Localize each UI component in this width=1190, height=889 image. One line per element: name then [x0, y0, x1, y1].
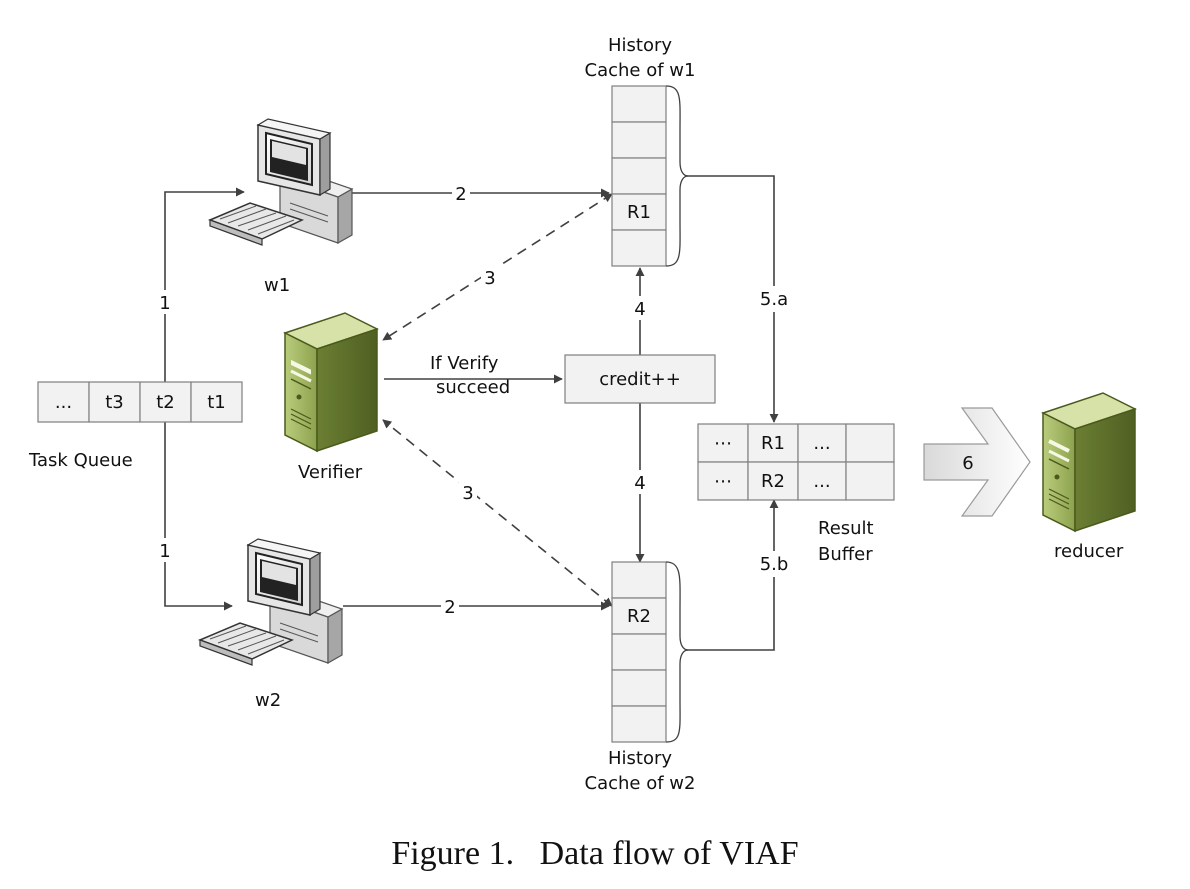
step-label-write-w1: 2	[455, 184, 466, 205]
result-buffer-cell: ...	[797, 423, 847, 463]
result-buffer-cell-text: ⋯	[714, 433, 732, 454]
task-queue-cell-text: ...	[55, 392, 72, 413]
result-buffer-label-line1: Result	[818, 518, 874, 539]
result-buffer-cell: ⋯	[697, 461, 749, 501]
cache-w1-slot	[611, 121, 667, 159]
step-label-verify-w1: 3	[484, 268, 495, 289]
history-cache-w1: R1	[611, 85, 667, 267]
task-queue: ... t3 t2 t1 Task Queue	[28, 381, 243, 471]
cache-w1-brace	[665, 85, 689, 267]
task-queue-cell: t2	[139, 381, 192, 423]
workstation-w2-icon	[197, 538, 344, 666]
result-buffer-cell: ⋯	[697, 423, 749, 463]
cache-w2-slot: R2	[611, 597, 667, 635]
arrow-collect-w1	[686, 175, 779, 423]
cache-w2-title-line1: History	[608, 748, 672, 769]
cache-w1-title-line2: Cache of w1	[585, 60, 696, 81]
task-queue-cell: ...	[37, 381, 90, 423]
task-queue-cell-text: t2	[156, 392, 175, 413]
cache-w1-slot	[611, 229, 667, 267]
step-label-send-reducer: 6	[962, 453, 973, 474]
step-label-credit-w2: 4	[634, 473, 645, 494]
step-label-credit-w1: 4	[634, 299, 645, 320]
arrow-collect-w2	[686, 499, 779, 651]
result-buffer-cell: ...	[797, 461, 847, 501]
credit-box: credit++	[564, 354, 716, 404]
cache-w1-title-line1: History	[608, 35, 672, 56]
task-queue-label: Task Queue	[28, 450, 133, 471]
step-label-assign-w2: 1	[159, 541, 170, 562]
result-buffer-cell: R1	[747, 423, 799, 463]
step-label-collect-w1: 5.a	[760, 289, 788, 310]
task-queue-cell-text: t3	[105, 392, 124, 413]
step-label-collect-w2: 5.b	[760, 554, 789, 575]
verify-condition-line1: If Verify	[430, 353, 499, 374]
result-buffer-cell-text: ...	[813, 433, 830, 454]
worker-w2-label: w2	[255, 690, 281, 711]
arrow-verify-w2	[382, 419, 613, 607]
task-queue-cell: t1	[190, 381, 243, 423]
step-label-verify-w2: 3	[462, 483, 473, 504]
result-buffer-cell-text: ...	[813, 471, 830, 492]
step-labels: 1 1 2 2 3 3 4 4 5.a 5.b	[156, 181, 794, 618]
step-label-assign-w1: 1	[159, 293, 170, 314]
cache-w1-slot-text: R1	[627, 202, 651, 223]
cache-w1-slot	[611, 157, 667, 195]
result-buffer-cell	[845, 423, 895, 463]
result-buffer-cell-text: R2	[761, 471, 785, 492]
cache-w2-slot	[611, 669, 667, 707]
history-cache-w2: R2	[611, 561, 667, 743]
task-queue-cell-text: t1	[207, 392, 226, 413]
task-queue-cell: t3	[88, 381, 141, 423]
connectors	[164, 175, 779, 651]
result-buffer-label-line2: Buffer	[818, 544, 873, 565]
result-buffer-cell: R2	[747, 461, 799, 501]
arrow-assign-w1	[164, 187, 245, 382]
cache-w2-slot-text: R2	[627, 606, 651, 627]
reducer-server-icon	[1041, 392, 1137, 533]
figure-caption: Figure 1. Data flow of VIAF	[391, 835, 798, 872]
arrow-assign-w2	[164, 397, 233, 611]
verifier-server-icon	[283, 312, 379, 453]
cache-w2-slot	[611, 561, 667, 599]
cache-w2-brace	[665, 561, 689, 743]
verifier-label: Verifier	[298, 462, 363, 483]
cache-w1-slot	[611, 85, 667, 123]
result-buffer-cell-text: R1	[761, 433, 785, 454]
cache-w2-slot	[611, 633, 667, 671]
verify-condition-line2: succeed	[436, 377, 510, 398]
result-buffer: ⋯ R1... ⋯ R2...	[697, 423, 895, 501]
cache-w2-slot	[611, 705, 667, 743]
reducer-label: reducer	[1054, 541, 1124, 562]
result-buffer-cell-text: ⋯	[714, 471, 732, 492]
workstation-w1-icon	[207, 118, 354, 246]
step-label-write-w2: 2	[444, 597, 455, 618]
result-buffer-cell	[845, 461, 895, 501]
worker-w1-label: w1	[264, 275, 290, 296]
credit-label: credit++	[599, 369, 681, 390]
cache-w2-title-line2: Cache of w2	[585, 773, 696, 794]
big-arrow-to-reducer: 6	[923, 407, 1031, 517]
arrow-verify-w1	[382, 193, 613, 341]
cache-w1-slot: R1	[611, 193, 667, 231]
